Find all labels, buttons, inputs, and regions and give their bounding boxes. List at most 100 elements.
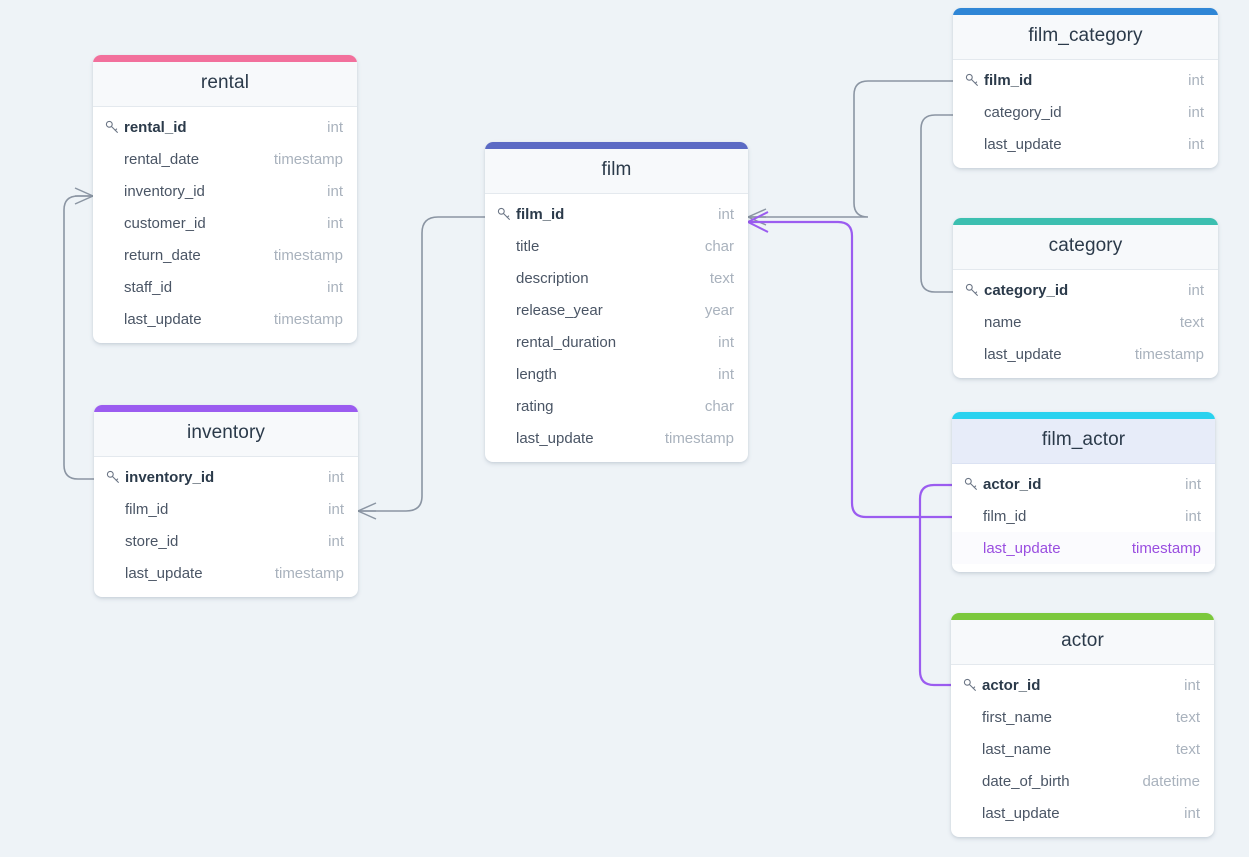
table-title-category[interactable]: category [953, 224, 1218, 270]
table-row-film_actor-film_id[interactable]: film_id int [952, 500, 1215, 532]
table-row-film_category-film_id[interactable]: film_id int [953, 64, 1218, 96]
table-row-film-description[interactable]: description text [485, 262, 748, 294]
column-name: title [516, 237, 540, 255]
column-name: film_id [984, 71, 1033, 89]
table-row-actor-date_of_birth[interactable]: date_of_birth datetime [951, 765, 1214, 797]
table-node-rental[interactable]: rental rental_id int rental_date timesta… [93, 55, 357, 343]
column-type: int [1185, 475, 1201, 493]
table-title-film_category[interactable]: film_category [953, 14, 1218, 60]
table-row-film-film_id[interactable]: film_id int [485, 198, 748, 230]
table-columns: actor_id int first_name text last_name t… [951, 665, 1214, 837]
column-type: datetime [1142, 772, 1200, 790]
column-type: int [718, 205, 734, 223]
table-row-rental-customer_id[interactable]: customer_id int [93, 207, 357, 239]
column-type: int [328, 500, 344, 518]
column-name: last_name [982, 740, 1052, 758]
table-row-rental-staff_id[interactable]: staff_id int [93, 271, 357, 303]
column-name: actor_id [982, 676, 1041, 694]
column-name: last_update [984, 135, 1062, 153]
table-row-inventory-last_update[interactable]: last_update timestamp [94, 557, 358, 589]
table-node-film_actor[interactable]: film_actor actor_id int film_id int last… [952, 412, 1215, 572]
table-columns: actor_id int film_id int last_update tim… [952, 464, 1215, 572]
column-type: int [1184, 804, 1200, 822]
table-title-film_actor[interactable]: film_actor [952, 418, 1215, 464]
table-accent-bar-inventory [94, 405, 358, 412]
column-type: int [1185, 507, 1201, 525]
table-columns: film_id int category_id int last_update … [953, 60, 1218, 168]
key-icon [105, 120, 121, 135]
table-node-inventory[interactable]: inventory inventory_id int film_id int s… [94, 405, 358, 597]
table-row-rental-return_date[interactable]: return_date timestamp [93, 239, 357, 271]
table-row-category-last_update[interactable]: last_update timestamp [953, 338, 1218, 370]
column-name: last_update [124, 310, 202, 328]
column-type: int [328, 532, 344, 550]
column-name: film_id [516, 205, 565, 223]
table-row-actor-last_name[interactable]: last_name text [951, 733, 1214, 765]
column-type: text [1175, 708, 1200, 726]
table-row-film-rating[interactable]: rating char [485, 390, 748, 422]
table-row-inventory-store_id[interactable]: store_id int [94, 525, 358, 557]
column-type: text [1179, 313, 1204, 331]
edge-rental-inventory [63, 195, 94, 480]
table-columns: inventory_id int film_id int store_id in… [94, 457, 358, 597]
table-row-category-name[interactable]: name text [953, 306, 1218, 338]
table-title-actor[interactable]: actor [951, 619, 1214, 665]
table-node-film_category[interactable]: film_category film_id int category_id in… [953, 8, 1218, 168]
table-title-film[interactable]: film [485, 148, 748, 194]
edge-film-inventory [358, 216, 485, 512]
key-icon [965, 73, 981, 88]
table-row-film_category-last_update[interactable]: last_update int [953, 128, 1218, 160]
column-type: char [704, 397, 734, 415]
column-type: timestamp [1131, 539, 1201, 557]
table-title-rental[interactable]: rental [93, 61, 357, 107]
column-name: last_update [125, 564, 203, 582]
key-icon [106, 470, 122, 485]
table-row-film_category-category_id[interactable]: category_id int [953, 96, 1218, 128]
table-row-film-title[interactable]: title char [485, 230, 748, 262]
table-node-actor[interactable]: actor actor_id int first_name text last_… [951, 613, 1214, 837]
table-columns: film_id int title char description text … [485, 194, 748, 462]
column-type: timestamp [273, 150, 343, 168]
key-icon [965, 283, 981, 298]
table-row-film-last_update[interactable]: last_update timestamp [485, 422, 748, 454]
column-name: inventory_id [125, 468, 215, 486]
column-name: store_id [125, 532, 179, 550]
crowsfoot-film-gray [747, 208, 767, 226]
table-row-inventory-film_id[interactable]: film_id int [94, 493, 358, 525]
table-row-rental-rental_id[interactable]: rental_id int [93, 111, 357, 143]
table-row-film-rental_duration[interactable]: rental_duration int [485, 326, 748, 358]
table-accent-bar-film_category [953, 8, 1218, 15]
column-type: int [718, 365, 734, 383]
column-name: staff_id [124, 278, 173, 296]
table-row-film-length[interactable]: length int [485, 358, 748, 390]
column-name: rental_id [124, 118, 187, 136]
column-type: timestamp [664, 429, 734, 447]
table-row-rental-inventory_id[interactable]: inventory_id int [93, 175, 357, 207]
column-type: int [327, 182, 343, 200]
table-row-actor-first_name[interactable]: first_name text [951, 701, 1214, 733]
table-row-inventory-inventory_id[interactable]: inventory_id int [94, 461, 358, 493]
table-row-rental-last_update[interactable]: last_update timestamp [93, 303, 357, 335]
column-name: return_date [124, 246, 201, 264]
column-name: name [984, 313, 1022, 331]
table-row-film_actor-last_update[interactable]: last_update timestamp [952, 532, 1215, 564]
column-name: rental_duration [516, 333, 617, 351]
table-accent-bar-category [953, 218, 1218, 225]
table-row-film_actor-actor_id[interactable]: actor_id int [952, 468, 1215, 500]
table-columns: rental_id int rental_date timestamp inve… [93, 107, 357, 343]
table-node-film[interactable]: film film_id int title char description … [485, 142, 748, 462]
table-title-inventory[interactable]: inventory [94, 411, 358, 457]
column-type: timestamp [274, 564, 344, 582]
column-type: int [328, 468, 344, 486]
table-row-category-category_id[interactable]: category_id int [953, 274, 1218, 306]
table-row-actor-actor_id[interactable]: actor_id int [951, 669, 1214, 701]
table-row-rental-rental_date[interactable]: rental_date timestamp [93, 143, 357, 175]
table-row-film-release_year[interactable]: release_year year [485, 294, 748, 326]
crowsfoot-film-purple [747, 211, 769, 233]
column-type: int [1188, 71, 1204, 89]
table-row-actor-last_update[interactable]: last_update int [951, 797, 1214, 829]
table-node-category[interactable]: category category_id int name text last_… [953, 218, 1218, 378]
column-name: last_update [982, 804, 1060, 822]
column-type: timestamp [1134, 345, 1204, 363]
